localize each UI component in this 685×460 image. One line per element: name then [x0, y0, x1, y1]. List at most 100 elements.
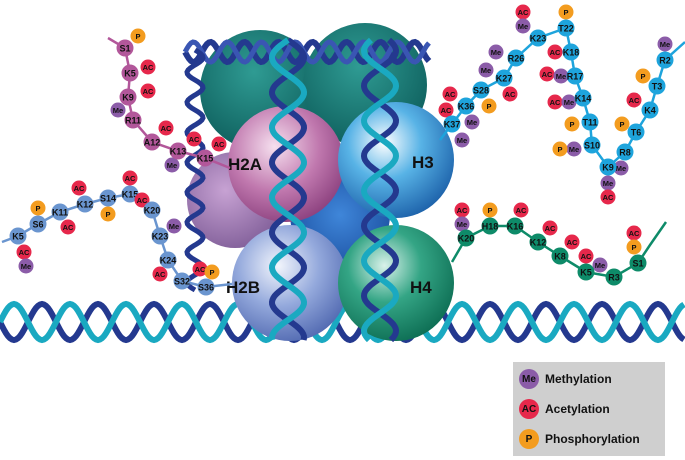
h2b-mark-me [18, 258, 34, 274]
h2a-sphere [228, 106, 344, 222]
h2b-residue [151, 227, 169, 245]
h3-residue [574, 89, 592, 107]
h3-mark-label: Me [518, 22, 528, 31]
h3-mark-label: Me [467, 118, 477, 127]
h2a-mark-label: AC [189, 135, 200, 144]
h3-label: H3 [412, 153, 434, 172]
h3-residue [443, 115, 461, 133]
h2a-residue-label: S1 [119, 44, 130, 54]
h2b-residue [76, 195, 94, 213]
h3-mark-label: Me [556, 72, 566, 81]
h3-residue-label: R8 [619, 148, 631, 158]
h2b-residue-label: S6 [32, 220, 43, 230]
methylation-label: Methylation [545, 372, 612, 386]
h3-residue-label: K37 [444, 120, 461, 130]
h3-mark-me [600, 175, 616, 191]
linker-strand-light [0, 300, 685, 344]
h4-residue-label: K8 [554, 252, 566, 262]
h3-mark-label: P [569, 120, 574, 129]
h3-mark-label: P [619, 120, 624, 129]
h4-mark-label: AC [581, 252, 592, 261]
h3-residue [581, 113, 599, 131]
h2b-residue-label: S36 [198, 283, 214, 293]
h3-mark-p [614, 116, 630, 132]
h2b-mark-label: AC [137, 196, 148, 205]
h4-mark-me [592, 257, 608, 273]
h2b-mark-label: AC [125, 174, 136, 183]
h3-mark-p [552, 141, 568, 157]
h2a-mark-ac [186, 131, 202, 147]
h4-residue [629, 254, 647, 272]
h2a-residue-label: K5 [124, 69, 136, 79]
h2b-mark-label: AC [155, 270, 166, 279]
h3-residue [557, 19, 575, 37]
h2a-residue-label: R11 [125, 116, 141, 126]
h2b-mark-ac [71, 180, 87, 196]
h2b-residue-label: K5 [12, 232, 24, 242]
h2b-residue [197, 278, 215, 296]
acetylation-label: Acetylation [545, 402, 610, 416]
h2a-mark-ac [158, 120, 174, 136]
legend-acetylation: AC Acetylation [519, 398, 610, 420]
h4-mark-label: P [487, 206, 492, 215]
h3-residue [641, 101, 659, 119]
h3-residue-label: K14 [575, 94, 592, 104]
h3-residue-label: K9 [602, 163, 614, 173]
acetylation-badge-icon: AC [519, 399, 539, 419]
h2b-mark-label: Me [21, 262, 31, 271]
h2b-residue [143, 201, 161, 219]
h3-residue [507, 49, 525, 67]
h2b-mark-label: AC [19, 248, 30, 257]
h2a-residue-label: K15 [197, 154, 214, 164]
h2b-residue [51, 203, 69, 221]
h3-mark-p [558, 4, 574, 20]
h2b-residue [173, 272, 191, 290]
h4-mark-ac [454, 202, 470, 218]
h3-residue-label: R26 [508, 54, 525, 64]
h2a-mark-ac [211, 136, 227, 152]
h2b-mark-label: P [105, 210, 110, 219]
h4-mark-label: Me [595, 261, 605, 270]
h2a-residue [116, 39, 134, 57]
h3-mark-label: Me [457, 136, 467, 145]
h2a-residue [169, 142, 187, 160]
h3-mark-ac [442, 86, 458, 102]
h2a-mark-p [130, 28, 146, 44]
h4-residue [551, 247, 569, 265]
h2b-residue [9, 227, 27, 245]
h2b-residue-label: S32 [174, 277, 190, 287]
h2b-residue-label: K20 [144, 206, 161, 216]
h3-residue-label: R2 [659, 56, 671, 66]
h3-residue [599, 158, 617, 176]
h2b-label: H2B [226, 278, 260, 297]
front-helix-1-light [268, 37, 308, 341]
h2a-mark-label: Me [167, 161, 177, 170]
h4-mark-ac [626, 225, 642, 241]
h4-residue [529, 233, 547, 251]
h2a-mark-label: AC [161, 124, 172, 133]
h2b-residue [159, 251, 177, 269]
h2a-residue-label: K9 [122, 93, 134, 103]
h3-mark-label: Me [616, 164, 626, 173]
wrap-strand-blue [182, 39, 431, 65]
h2a-mark-label: AC [143, 87, 154, 96]
h2b-mark-label: AC [74, 184, 85, 193]
h2a-mark-label: AC [214, 140, 225, 149]
h3-mark-me [566, 141, 582, 157]
h3-mark-label: AC [603, 193, 614, 202]
h3-mark-me [515, 18, 531, 34]
h3-mark-me [553, 68, 569, 84]
h3-residue-label: K18 [563, 48, 580, 58]
h3-mark-ac [515, 4, 531, 20]
h3-residue-label: T11 [582, 118, 597, 128]
h3-mark-me [464, 114, 480, 130]
h3-residue-label: T3 [652, 82, 663, 92]
dna-wrap-back [182, 38, 432, 293]
h2b-residue-label: K23 [152, 232, 169, 242]
h2b-mark-label: Me [169, 222, 179, 231]
h4-residue-label: K20 [458, 234, 475, 244]
h4-residue-label: K16 [507, 222, 524, 232]
h2b-mark-ac [152, 266, 168, 282]
h3-mark-ac [626, 92, 642, 108]
